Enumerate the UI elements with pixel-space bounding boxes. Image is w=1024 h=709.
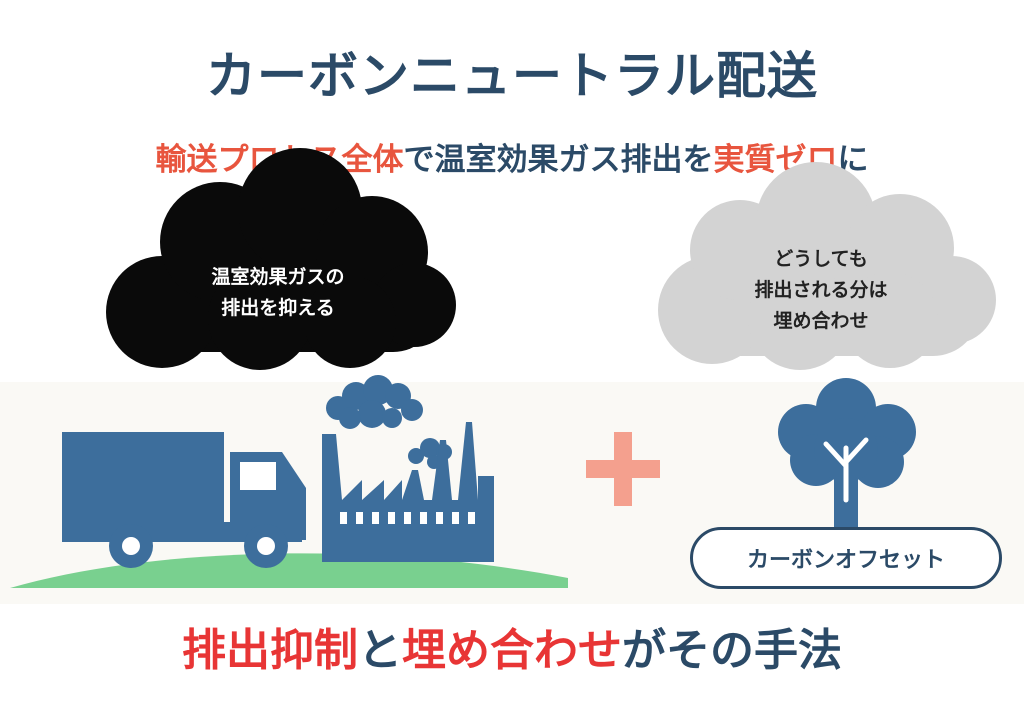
light-cloud-line-1: どうしても: [774, 248, 868, 270]
footer-text-1: と: [358, 625, 402, 676]
light-cloud: [658, 162, 996, 370]
light-cloud-text: どうしても 排出される分は 埋め合わせ: [690, 244, 952, 337]
plus-icon: [586, 432, 660, 506]
footer-highlight-1: 排出抑制: [182, 625, 358, 676]
truck-icon: [62, 432, 306, 568]
light-cloud-line-3: 埋め合わせ: [773, 310, 869, 332]
grass: [10, 553, 568, 588]
subtitle-text-1: で温室効果ガス排出を: [403, 142, 714, 178]
dark-cloud-text: 温室効果ガスの 排出を抑える: [158, 262, 398, 324]
tree-icon: [778, 378, 916, 530]
light-cloud-line-2: 排出される分は: [754, 279, 888, 301]
footer-text-2: がその手法: [622, 625, 842, 676]
subtitle: 輸送プロセス全体で温室効果ガス排出を実質ゼロに: [0, 134, 1024, 179]
smoke-icon: [326, 375, 452, 469]
page-title: カーボンニュートラル配送: [0, 36, 1024, 108]
dark-cloud-line-1: 温室効果ガスの: [211, 266, 345, 288]
factory-icon: [322, 422, 494, 562]
footer-highlight-2: 埋め合わせ: [402, 625, 622, 676]
footer-caption: 排出抑制と埋め合わせがその手法: [0, 614, 1024, 678]
dark-cloud: [106, 148, 456, 370]
carbon-offset-text: カーボンオフセット: [746, 548, 945, 573]
dark-cloud-line-2: 排出を抑える: [221, 297, 335, 319]
factory-windows: [340, 512, 475, 524]
title-text: カーボンニュートラル配送: [206, 47, 818, 105]
carbon-offset-label: カーボンオフセット: [690, 527, 1002, 589]
